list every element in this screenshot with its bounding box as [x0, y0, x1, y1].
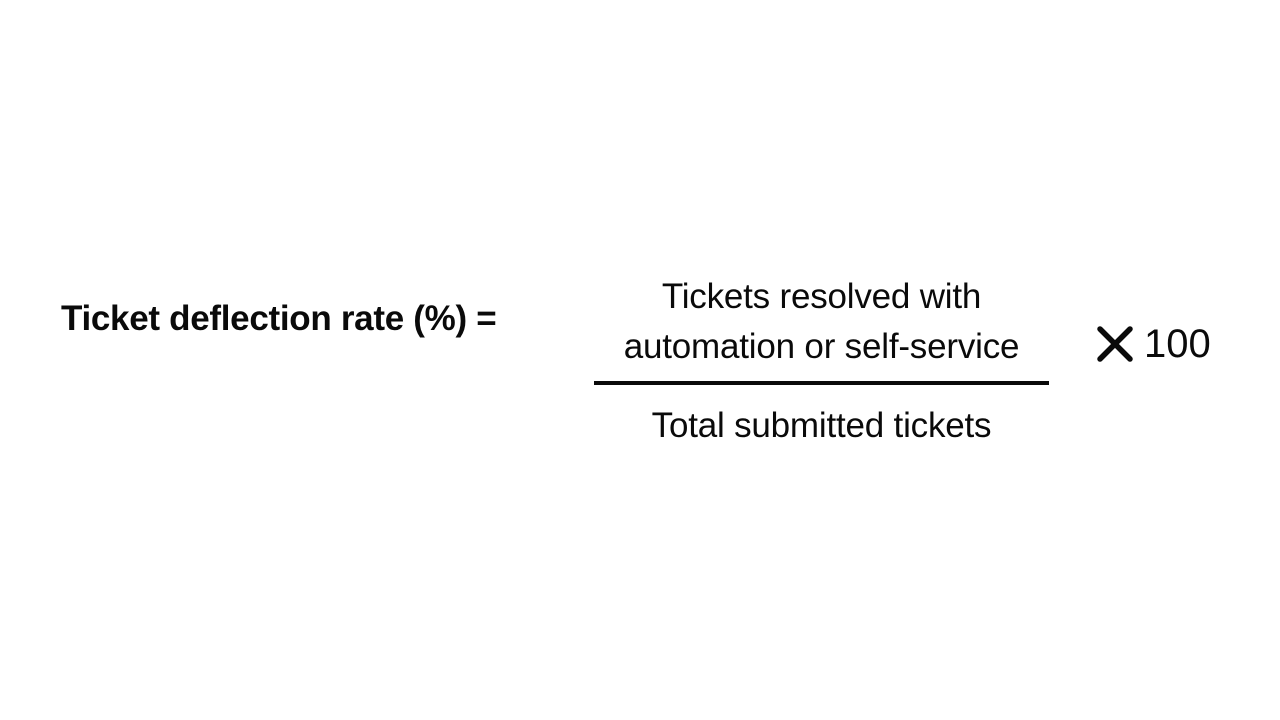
formula-left-hand-side: Ticket deflection rate (%) = — [61, 299, 497, 338]
fraction-bar — [594, 381, 1049, 385]
multiplier: 100 — [1096, 320, 1211, 368]
fraction-denominator: Total submitted tickets — [651, 406, 992, 445]
numerator-line-1: Tickets resolved with — [661, 277, 982, 316]
fraction: Tickets resolved with automation or self… — [594, 272, 1049, 445]
multiplier-factor: 100 — [1144, 322, 1211, 366]
fraction-numerator: Tickets resolved with automation or self… — [594, 272, 1049, 372]
multiply-icon — [1096, 325, 1134, 363]
numerator-line-2: automation or self-service — [623, 327, 1020, 366]
